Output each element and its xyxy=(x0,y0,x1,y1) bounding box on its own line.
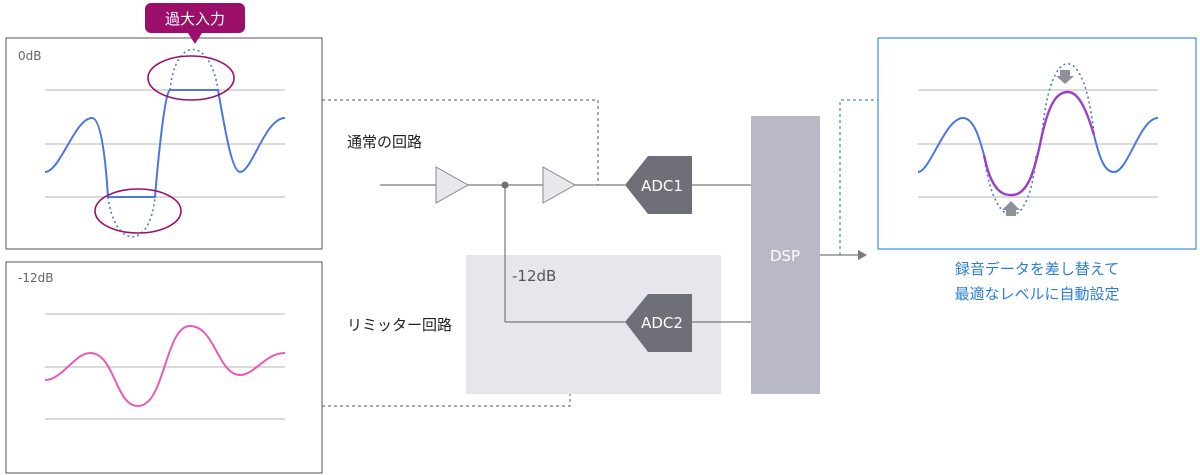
original-trough-dotted xyxy=(107,196,156,238)
connector-limiter-to-panel xyxy=(322,322,571,407)
original-peak-dotted xyxy=(169,48,219,91)
original-peak-dotted xyxy=(1041,62,1095,136)
adc2-shape xyxy=(625,294,692,352)
output-arrow-icon xyxy=(858,250,867,260)
clip-marker-peak xyxy=(147,55,235,101)
amplifier-1-icon xyxy=(435,166,470,204)
callout-label: 過大入力 xyxy=(165,10,225,28)
arrow-down-icon xyxy=(1056,70,1074,84)
clipped-wave xyxy=(44,89,286,198)
junction-dot xyxy=(501,181,509,189)
adc1-block: ADC1 xyxy=(625,156,692,214)
original-trough-dotted xyxy=(983,154,1037,216)
restored-wave-left xyxy=(917,116,985,173)
limiter-path-label: リミッター回路 xyxy=(347,316,452,334)
limiter-gain-label: -12dB xyxy=(512,267,556,285)
result-panel xyxy=(877,37,1197,250)
panel-0db-label: 0dB xyxy=(18,49,41,63)
callout-pointer xyxy=(188,33,202,44)
clip-marker-trough xyxy=(94,188,182,234)
amplifier-2-icon xyxy=(542,166,577,204)
dsp-shape xyxy=(751,116,820,394)
connector-dsp-to-result xyxy=(839,99,878,255)
dsp-block: DSP xyxy=(751,116,820,394)
restored-wave-right xyxy=(1093,117,1159,174)
normal-path-label: 通常の回路 xyxy=(347,133,422,151)
panel-0db: 0dB xyxy=(5,37,323,250)
connector-normal-to-panel xyxy=(322,99,599,185)
replaced-wave xyxy=(982,90,1096,197)
attenuated-wave xyxy=(44,324,286,408)
adc1-shape xyxy=(625,156,692,214)
result-caption-line1: 録音データを差し替えて xyxy=(955,260,1119,278)
callout-box xyxy=(145,3,245,33)
adc1-label: ADC1 xyxy=(641,177,683,195)
panel-minus12db-label: -12dB xyxy=(18,271,53,285)
overload-callout: 過大入力 xyxy=(145,3,245,44)
dsp-label: DSP xyxy=(770,247,800,265)
arrow-up-icon xyxy=(1002,201,1020,216)
adc2-label: ADC2 xyxy=(641,314,683,332)
adc2-block: ADC2 xyxy=(625,294,692,352)
panel-minus12db: -12dB xyxy=(5,261,323,474)
result-caption-line2: 最適なレベルに自動設定 xyxy=(954,285,1119,303)
